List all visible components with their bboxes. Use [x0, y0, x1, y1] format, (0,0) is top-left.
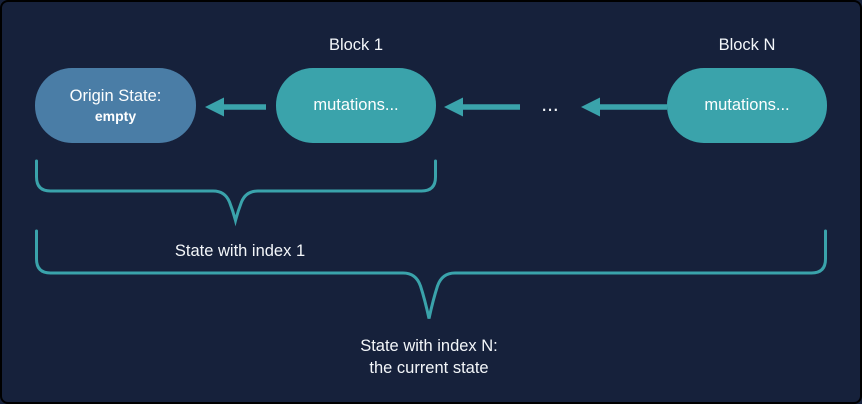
block-n-pill: mutations... [667, 68, 827, 143]
arrow-left-icon [581, 97, 667, 117]
caption-state-index-1: State with index 1 [174, 242, 306, 260]
brace-state-index-1 [35, 159, 437, 227]
arrow-left-icon [444, 97, 520, 117]
block-1-label: Block 1 [328, 36, 384, 54]
arrow-left-icon [205, 97, 266, 117]
caption-state-index-n-line2: the current state [369, 359, 489, 377]
block-1-mutations-text: mutations... [313, 95, 399, 114]
brace-state-index-n [35, 229, 827, 319]
block-1-pill: mutations... [276, 68, 436, 143]
chain-ellipsis: ... [541, 93, 559, 116]
caption-state-index-n: State with index N: the current state [229, 335, 629, 379]
block-n-label: Block N [718, 36, 776, 54]
block-n-mutations-text: mutations... [704, 95, 790, 114]
origin-state-pill: Origin State: empty [35, 68, 196, 143]
caption-state-index-n-line1: State with index N: [360, 337, 498, 355]
origin-state-title: Origin State: [69, 86, 162, 105]
origin-state-value: empty [94, 107, 137, 124]
